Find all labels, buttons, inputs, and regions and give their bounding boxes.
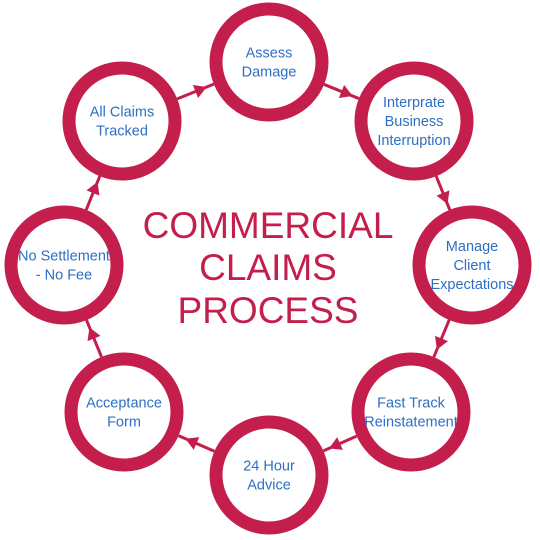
step-label-line: Business <box>385 114 444 130</box>
title-line-1: COMMERCIAL <box>143 205 394 246</box>
connector-arrow <box>192 85 207 98</box>
title-line-3: PROCESS <box>178 290 359 331</box>
connector-arrow <box>338 85 353 98</box>
step-label-line: Damage <box>242 65 297 81</box>
step-label-line: Acceptance <box>86 396 162 412</box>
connector-arrow <box>87 327 101 342</box>
step-node-no-settlement-no-fee: No Settlement - No Fee <box>4 205 124 325</box>
step-ring <box>412 205 532 325</box>
step-ring <box>351 352 471 472</box>
step-label-line: Advice <box>247 478 291 494</box>
diagram-title: COMMERCIAL CLAIMS PROCESS <box>143 205 394 331</box>
connector-arrow <box>329 437 343 450</box>
step-label-line: Assess <box>246 46 293 62</box>
step-ring <box>209 2 329 122</box>
step-label-line: Form <box>107 415 141 431</box>
step-label-line: Expectations <box>430 277 513 293</box>
step-label-line: Client <box>453 258 490 274</box>
step-ring <box>4 205 124 325</box>
step-label-line: No Settlement <box>18 249 110 265</box>
connector-arrow <box>436 190 450 205</box>
cycle-nodes: AssessDamageInterprateBusinessInterrupti… <box>4 2 532 535</box>
connector-arrow <box>86 181 100 196</box>
step-label-line: 24 Hour <box>243 459 295 475</box>
step-label-line: Interprate <box>383 95 445 111</box>
step-label-line: - No Fee <box>36 268 92 284</box>
step-label-line: Reinstatement <box>364 415 458 431</box>
step-label-line: Interruption <box>377 133 450 149</box>
step-ring <box>62 61 182 181</box>
step-ring <box>64 352 184 472</box>
connector-arrow <box>435 335 448 350</box>
cycle-connectors <box>84 82 452 453</box>
step-ring <box>209 415 329 535</box>
step-label-line: Fast Track <box>377 396 445 412</box>
title-line-2: CLAIMS <box>199 247 337 288</box>
connector-arrow <box>185 437 200 450</box>
step-ring <box>354 61 474 181</box>
step-label-line: Manage <box>446 239 498 255</box>
step-label-line: All Claims <box>90 105 154 121</box>
step-label-line: Tracked <box>96 124 148 140</box>
